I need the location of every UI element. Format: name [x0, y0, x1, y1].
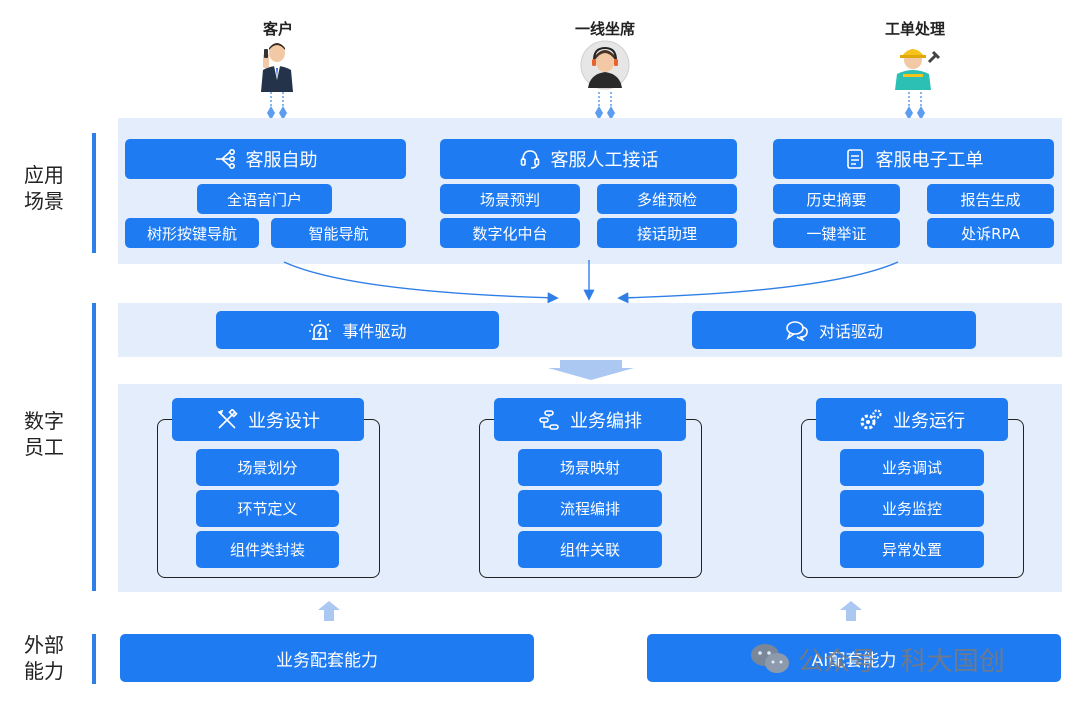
app-item-tree-nav[interactable]: 树形按键导航	[125, 218, 259, 248]
human-service-header[interactable]: 客服人工接话	[440, 139, 737, 179]
flow-nodes-icon	[214, 148, 236, 170]
down-arrow-icon	[546, 360, 636, 380]
business-run-header[interactable]: 业务运行	[816, 398, 1008, 441]
digital-item-component-link[interactable]: 组件关联	[518, 531, 662, 568]
role-connector-ticket	[900, 92, 930, 120]
worker-hardhat-icon	[889, 40, 941, 90]
digital-item-step-define[interactable]: 环节定义	[196, 490, 339, 527]
business-orchestration-header[interactable]: 业务编排	[494, 398, 686, 441]
role-connector-customer	[262, 92, 292, 120]
orchestration-icon	[538, 409, 560, 431]
digital-item-debug[interactable]: 业务调试	[840, 449, 984, 486]
app-item-scene-predict[interactable]: 场景预判	[440, 184, 580, 214]
side-label-digital: 数字 员工	[24, 409, 64, 459]
digital-item-monitor[interactable]: 业务监控	[840, 490, 984, 527]
app-item-call-assistant[interactable]: 接话助理	[597, 218, 737, 248]
dialog-driven-button[interactable]: 对话驱动	[692, 311, 976, 349]
side-label-external: 外部 能力	[24, 633, 64, 683]
digital-item-exception[interactable]: 异常处置	[840, 531, 984, 568]
role-title-customer: 客户	[262, 20, 293, 38]
digital-item-flow-arrange[interactable]: 流程编排	[518, 490, 662, 527]
up-arrow-icon	[318, 601, 340, 621]
app-item-complaint-rpa[interactable]: 处诉RPA	[927, 218, 1054, 248]
role-title-agent: 一线坐席	[574, 20, 635, 38]
side-bar-external	[92, 634, 96, 684]
self-service-header[interactable]: 客服自助	[125, 139, 406, 179]
side-bar-digital	[92, 303, 96, 591]
app-item-voice-portal[interactable]: 全语音门户	[197, 184, 332, 214]
event-driven-button[interactable]: 事件驱动	[216, 311, 499, 349]
app-item-multi-check[interactable]: 多维预检	[597, 184, 737, 214]
digital-item-scene-split[interactable]: 场景划分	[196, 449, 339, 486]
app-item-smart-nav[interactable]: 智能导航	[271, 218, 406, 248]
business-design-header[interactable]: 业务设计	[172, 398, 364, 441]
app-item-history-summary[interactable]: 历史摘要	[773, 184, 900, 214]
e-ticket-header[interactable]: 客服电子工单	[773, 139, 1054, 179]
watermark: 公众号 · 科大国创	[750, 641, 1060, 677]
customer-phone-icon	[255, 40, 299, 92]
document-icon	[844, 148, 866, 170]
side-bar-app	[92, 133, 96, 253]
chat-bubbles-icon	[785, 319, 809, 341]
digital-item-component-wrap[interactable]: 组件类封装	[196, 531, 339, 568]
business-support-capability[interactable]: 业务配套能力	[120, 634, 534, 682]
gears-icon	[859, 408, 883, 431]
digital-item-scene-map[interactable]: 场景映射	[518, 449, 662, 486]
up-arrow-icon	[840, 601, 862, 621]
converging-arrows	[270, 256, 910, 306]
alarm-light-icon	[308, 319, 332, 341]
wechat-icon	[750, 642, 790, 676]
role-title-ticket: 工单处理	[884, 20, 945, 38]
app-item-digital-platform[interactable]: 数字化中台	[440, 218, 580, 248]
design-tools-icon	[216, 408, 238, 431]
side-label-app: 应用 场景	[24, 163, 64, 213]
role-connector-agent	[590, 92, 620, 120]
agent-headset-icon	[580, 40, 630, 90]
headset-icon	[519, 148, 541, 170]
ai-support-capability[interactable]: AI配套能力	[647, 634, 1061, 682]
app-item-one-click-evidence[interactable]: 一键举证	[773, 218, 900, 248]
app-item-report-gen[interactable]: 报告生成	[927, 184, 1054, 214]
